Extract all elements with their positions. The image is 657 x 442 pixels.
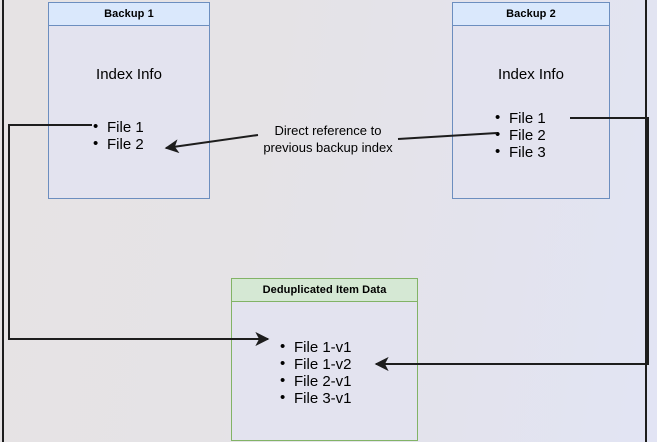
list-item: File 2 — [495, 126, 546, 144]
left-edge-rule — [2, 0, 4, 442]
right-edge-rule — [645, 0, 647, 442]
edge-label-direct-reference: Direct reference to previous backup inde… — [248, 122, 408, 156]
list-item: File 1 — [495, 109, 546, 127]
node-backup-1-title: Backup 1 — [49, 3, 209, 26]
node-backup-2-title: Backup 2 — [453, 3, 609, 26]
edge-label-line-2: previous backup index — [263, 140, 393, 155]
node-backup-2[interactable]: Backup 2 Index Info File 1 File 2 File 3 — [452, 2, 610, 199]
list-item: File 3 — [495, 143, 546, 161]
node-deduplicated-item-data[interactable]: Deduplicated Item Data File 1-v1 File 1-… — [231, 278, 418, 441]
list-item: File 3-v1 — [280, 389, 352, 407]
list-item: File 1-v2 — [280, 355, 352, 373]
node-backup-1[interactable]: Backup 1 Index Info File 1 File 2 — [48, 2, 210, 199]
list-item: File 1-v1 — [280, 338, 352, 356]
edge-label-line-1: Direct reference to — [274, 123, 382, 138]
node-backup-1-subtitle: Index Info — [96, 66, 162, 83]
node-backup-2-body: Index Info File 1 File 2 File 3 — [453, 26, 609, 198]
node-backup-1-file-list: File 1 File 2 — [93, 118, 144, 153]
node-backup-1-body: Index Info File 1 File 2 — [49, 26, 209, 198]
node-deduplicated-item-data-title: Deduplicated Item Data — [232, 279, 417, 302]
node-backup-2-file-list: File 1 File 2 File 3 — [495, 109, 546, 161]
node-deduplicated-item-data-body: File 1-v1 File 1-v2 File 2-v1 File 3-v1 — [232, 302, 417, 440]
node-backup-2-subtitle: Index Info — [498, 66, 564, 83]
node-deduplicated-file-list: File 1-v1 File 1-v2 File 2-v1 File 3-v1 — [280, 338, 352, 407]
list-item: File 2-v1 — [280, 372, 352, 390]
list-item: File 1 — [93, 118, 144, 136]
list-item: File 2 — [93, 135, 144, 153]
